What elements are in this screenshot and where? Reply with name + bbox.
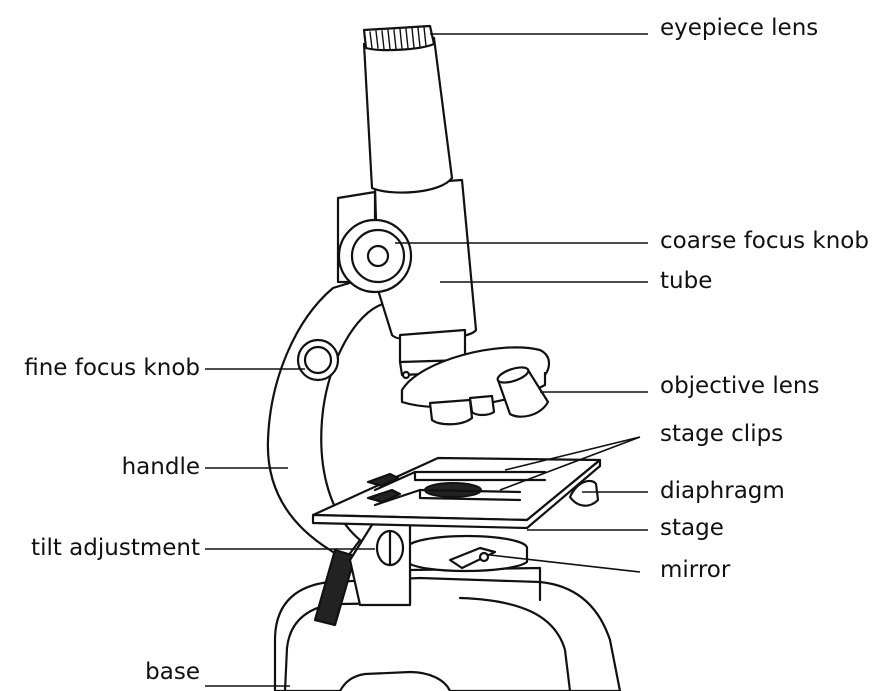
label-fine-focus-knob: fine focus knob <box>24 354 200 382</box>
label-mirror: mirror <box>660 556 730 584</box>
label-base: base <box>145 658 200 686</box>
label-tilt-adjustment: tilt adjustment <box>31 534 200 562</box>
mirror-shape <box>407 536 527 571</box>
label-diaphragm: diaphragm <box>660 477 785 505</box>
coarse-focus-knob-shape <box>339 220 411 292</box>
fine-focus-knob-shape <box>298 340 338 380</box>
label-coarse-focus-knob: coarse focus knob <box>660 227 869 255</box>
label-tube: tube <box>660 267 712 295</box>
label-objective-lens: objective lens <box>660 372 819 400</box>
label-eyepiece-lens: eyepiece lens <box>660 14 818 42</box>
label-stage-clips: stage clips <box>660 420 783 448</box>
label-handle: handle <box>122 453 200 481</box>
eyepiece-tube-shape <box>364 26 452 193</box>
label-stage: stage <box>660 514 724 542</box>
